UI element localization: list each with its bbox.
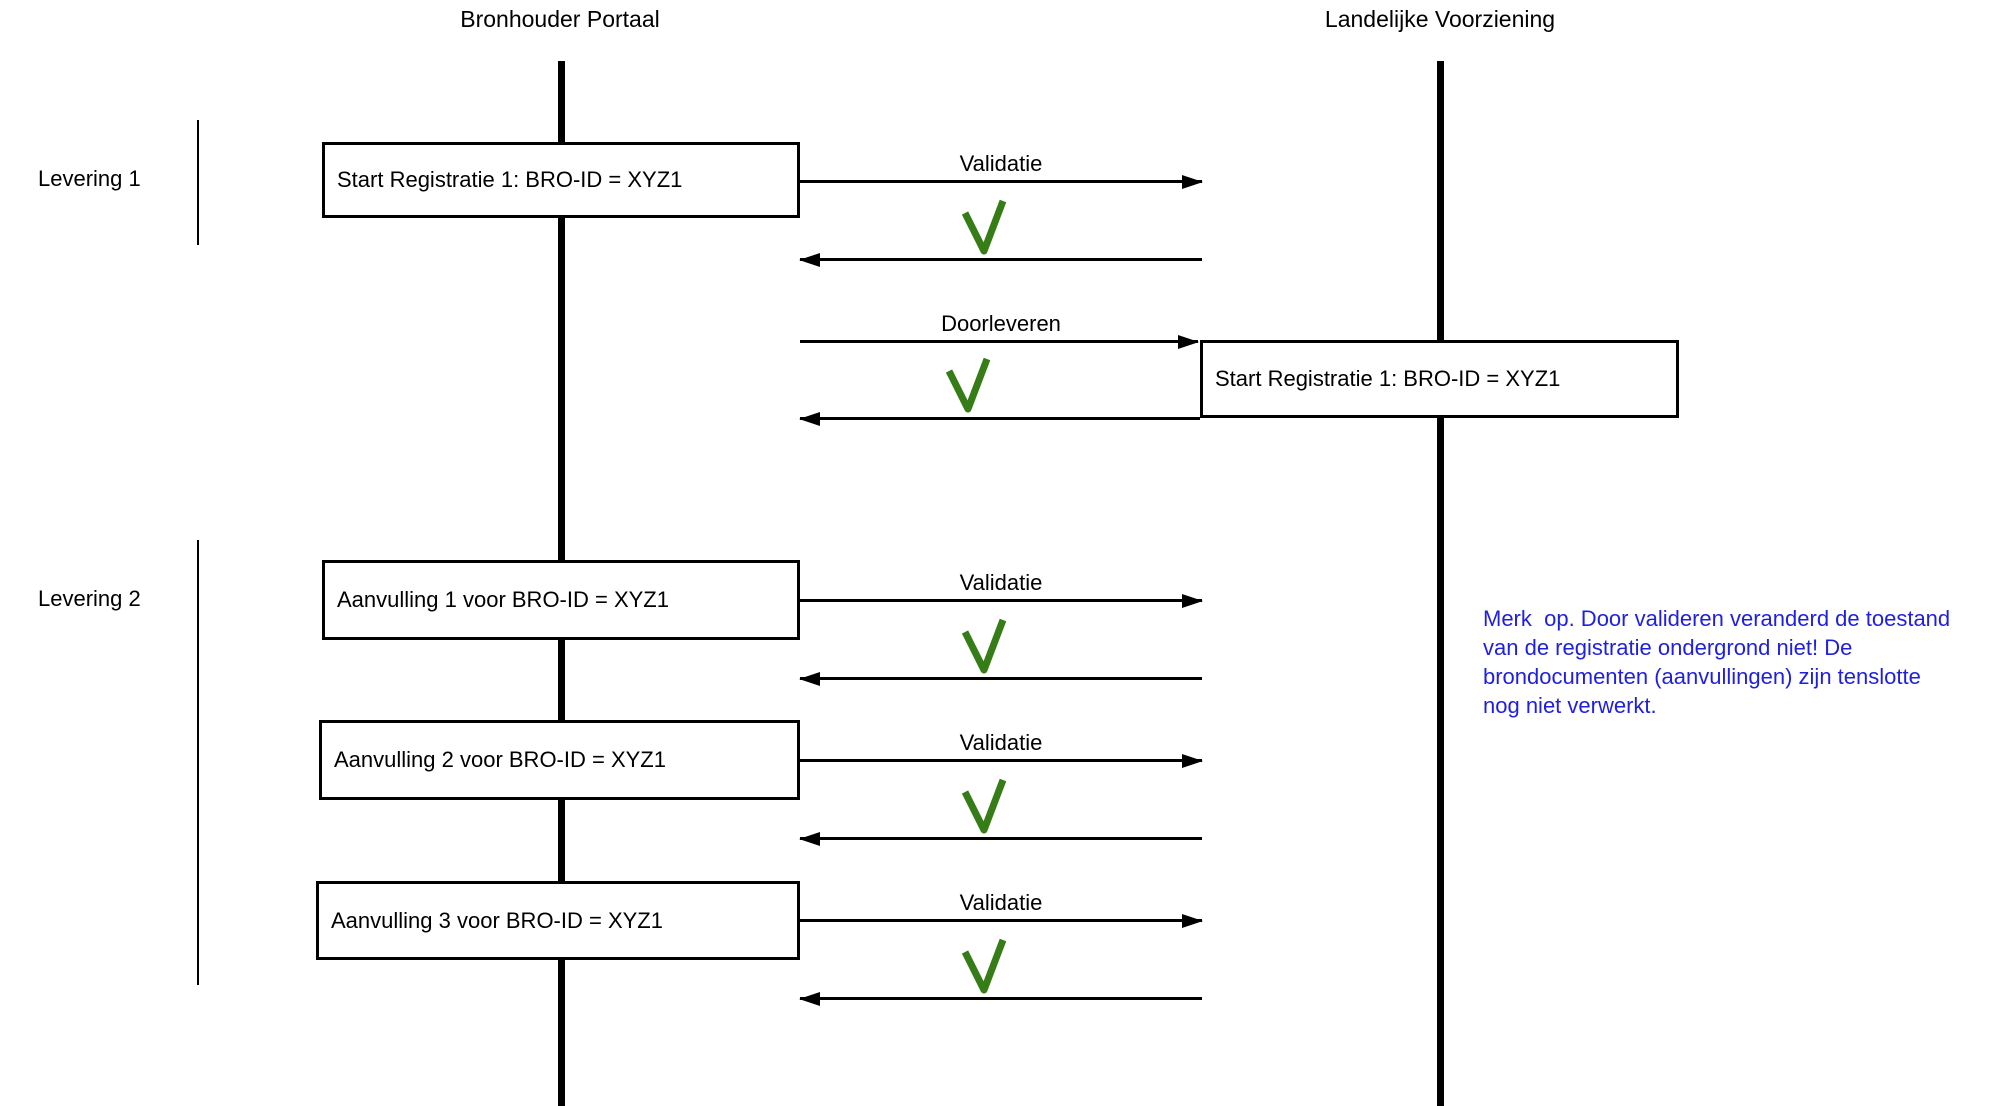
note-line: Merk op. Door valideren veranderd de toe… <box>1483 606 1951 631</box>
arrow-validatie-1-request <box>800 174 1203 189</box>
message-box-start-registratie-right: Start Registratie 1: BRO-ID = XYZ1 <box>1200 340 1679 418</box>
success-check-icon <box>961 618 1007 674</box>
success-check-icon <box>961 938 1007 994</box>
arrowhead-left-icon <box>799 991 820 1006</box>
success-check-icon <box>961 199 1007 255</box>
arrow-validatie-3-request <box>800 753 1203 768</box>
validatie-1-label: Validatie <box>959 151 1043 176</box>
arrow-validatie-2-request <box>800 593 1203 608</box>
validatie-4-label: Validatie <box>959 890 1043 915</box>
doorleveren-label: Doorleveren <box>941 311 1061 336</box>
note-line: van de registratie ondergrond niet! De <box>1483 635 1853 660</box>
message-box-aanvulling-3: Aanvulling 3 voor BRO-ID = XYZ1 <box>316 881 800 960</box>
arrowhead-left-icon <box>799 671 820 686</box>
message-box-text: Aanvulling 1 voor BRO-ID = XYZ1 <box>337 587 669 612</box>
arrow-validatie-1-response <box>799 252 1202 267</box>
arrow-validatie-4-request <box>800 913 1203 928</box>
message-box-aanvulling-2: Aanvulling 2 voor BRO-ID = XYZ1 <box>319 720 800 800</box>
arrow-validatie-2-response <box>799 671 1202 686</box>
validatie-2-label: Validatie <box>959 570 1043 595</box>
message-box-text: Start Registratie 1: BRO-ID = XYZ1 <box>1215 366 1561 391</box>
message-box-text: Aanvulling 3 voor BRO-ID = XYZ1 <box>331 907 663 933</box>
levering-2-label: Levering 2 <box>38 586 141 611</box>
note-line: brondocumenten (aanvullingen) zijn tensl… <box>1483 664 1921 689</box>
arrowhead-right-icon <box>1182 753 1203 768</box>
levering-2-bracket <box>197 540 199 985</box>
validatie-3-label: Validatie <box>959 730 1043 755</box>
message-box-text: Start Registratie 1: BRO-ID = XYZ1 <box>337 167 683 192</box>
success-check-icon <box>945 357 991 413</box>
actor-title-bronhouder-portaal: Bronhouder Portaal <box>460 6 660 32</box>
arrowhead-right-icon <box>1182 174 1203 189</box>
arrowhead-left-icon <box>799 252 820 267</box>
note-line: nog niet verwerkt. <box>1483 693 1657 718</box>
arrowhead-right-icon <box>1182 593 1203 608</box>
note-text: Merk op. Door valideren veranderd de toe… <box>1483 604 2002 720</box>
arrow-doorleveren-request <box>800 334 1199 349</box>
lifeline-landelijke-voorziening <box>1437 61 1444 1106</box>
levering-1-bracket <box>197 120 199 245</box>
arrow-doorleveren-response <box>799 411 1200 426</box>
message-box-start-registratie-left: Start Registratie 1: BRO-ID = XYZ1 <box>322 142 800 218</box>
arrow-validatie-4-response <box>799 991 1202 1006</box>
arrowhead-left-icon <box>799 831 820 846</box>
message-box-aanvulling-1: Aanvulling 1 voor BRO-ID = XYZ1 <box>322 560 800 640</box>
message-box-text: Aanvulling 2 voor BRO-ID = XYZ1 <box>334 747 666 772</box>
levering-1-label: Levering 1 <box>38 166 141 191</box>
success-check-icon <box>961 778 1007 834</box>
arrowhead-right-icon <box>1182 913 1203 928</box>
arrow-validatie-3-response <box>799 831 1202 846</box>
arrowhead-right-icon <box>1178 334 1199 349</box>
actor-title-landelijke-voorziening: Landelijke Voorziening <box>1324 6 1556 32</box>
arrowhead-left-icon <box>799 411 820 426</box>
